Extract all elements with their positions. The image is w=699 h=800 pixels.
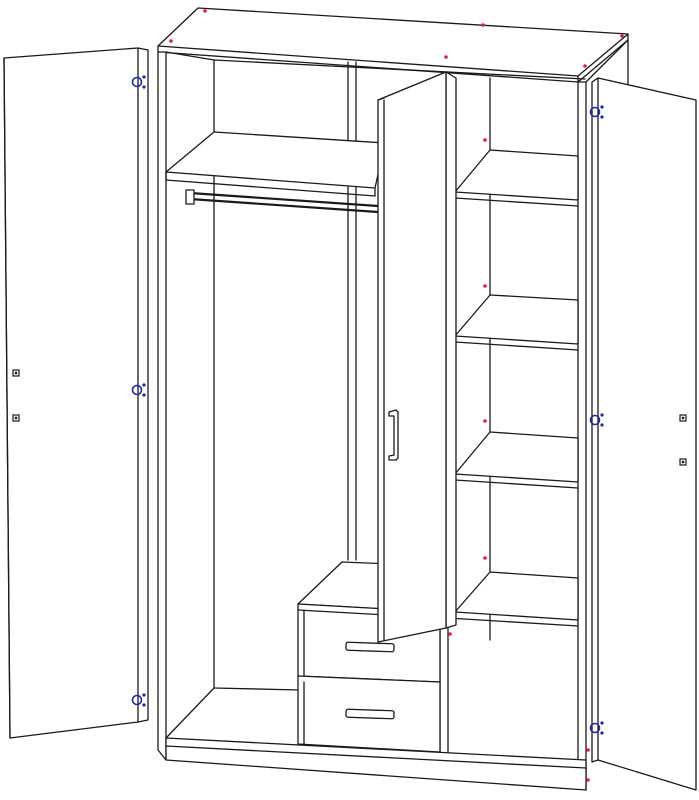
hinge-icon xyxy=(131,693,146,707)
assembly-dot-icon xyxy=(483,556,487,560)
drawer-bottom-handle xyxy=(345,708,395,720)
assembly-dot-icon xyxy=(620,34,624,38)
wardrobe-carcass xyxy=(157,7,629,791)
shelf-4 xyxy=(447,571,579,627)
left-door xyxy=(3,47,149,739)
hinge-icon xyxy=(589,721,604,735)
assembly-dot-icon xyxy=(483,284,487,288)
lock-plate-icon xyxy=(679,458,687,466)
middle-door-face xyxy=(377,71,447,643)
assembly-dot-icon xyxy=(481,23,485,27)
hinge-layer xyxy=(131,75,604,735)
lock-plate-icon xyxy=(12,414,20,422)
shelf-2 xyxy=(454,294,579,351)
assembly-dot-icon xyxy=(169,39,173,43)
lock-plate-icon xyxy=(12,369,20,377)
assembly-dot-layer xyxy=(169,9,624,782)
middle-door-handle xyxy=(388,409,399,461)
assembly-dot-icon xyxy=(448,632,452,636)
left-door-face xyxy=(3,47,149,739)
assembly-dot-icon xyxy=(203,9,207,13)
hanging-rail xyxy=(185,189,380,214)
hinge-icon xyxy=(131,383,146,397)
top-board xyxy=(157,7,629,77)
middle-door-back xyxy=(445,71,457,629)
shelf-1 xyxy=(454,149,579,207)
right-door-face xyxy=(591,77,697,791)
assembly-dot-icon xyxy=(483,419,487,423)
left-side-panel xyxy=(157,51,167,761)
lock-plate-layer xyxy=(12,369,687,466)
right-shelves xyxy=(447,149,579,627)
hat-shelf xyxy=(165,131,386,197)
hinge-icon xyxy=(589,105,604,119)
shelf-3 xyxy=(454,431,579,489)
assembly-dot-icon xyxy=(586,748,590,752)
assembly-dot-icon xyxy=(444,55,448,59)
right-door xyxy=(591,77,697,791)
assembly-dot-icon xyxy=(483,138,487,142)
right-side-panel xyxy=(577,81,587,791)
assembly-dot-icon xyxy=(586,778,590,782)
assembly-dot-icon xyxy=(583,64,587,68)
middle-door xyxy=(377,71,457,643)
hinge-icon xyxy=(131,75,146,89)
drawer-top-handle xyxy=(345,641,395,653)
hinge-icon xyxy=(589,413,604,427)
lock-plate-icon xyxy=(679,414,687,422)
